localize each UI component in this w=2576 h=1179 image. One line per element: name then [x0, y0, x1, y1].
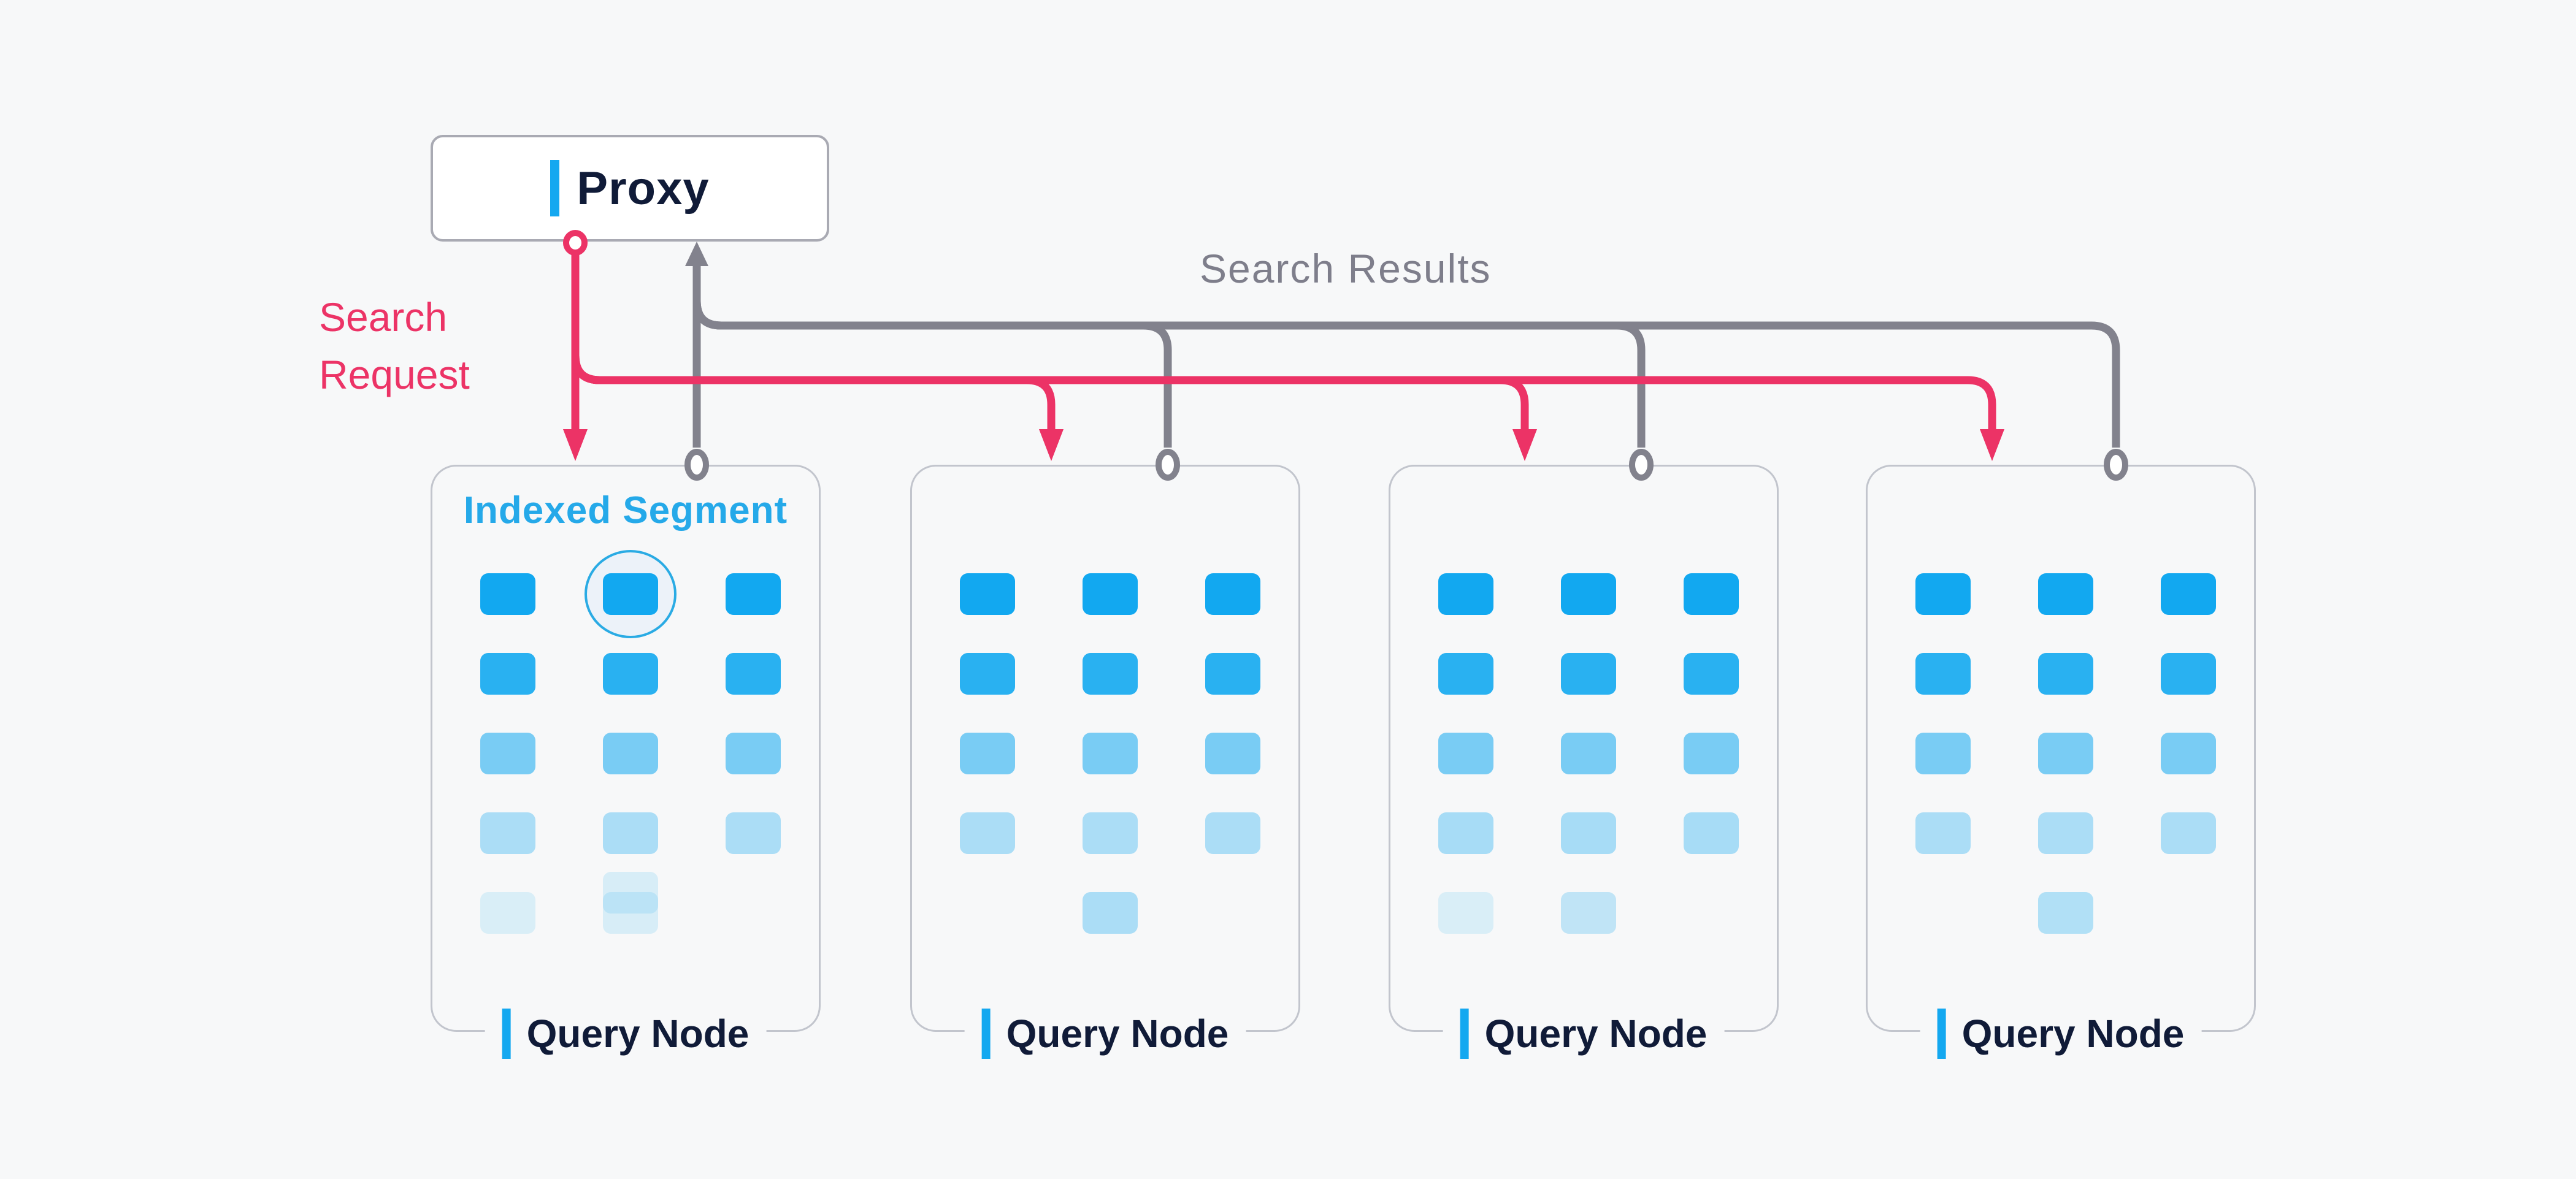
- segment-cell: [1205, 733, 1260, 774]
- segment-cell: [1561, 573, 1616, 615]
- query-node-label: Query Node: [964, 1002, 1246, 1066]
- segment-cell: [1083, 892, 1138, 934]
- search-request-caption: Search Request: [319, 294, 470, 397]
- results-wire-node2: [692, 300, 1172, 448]
- segment-cell: [1684, 812, 1739, 854]
- segment-cell: [1684, 653, 1739, 695]
- segment-cell: [1438, 812, 1493, 854]
- proxy-label: Proxy: [577, 162, 710, 215]
- query-node-card-1: Indexed Segment Query Node: [431, 465, 821, 1066]
- accent-bar-icon: [550, 160, 560, 216]
- request-wire-node2: [571, 253, 1056, 432]
- segment-cell: [1438, 653, 1493, 695]
- results-arrowhead-icon: [685, 242, 708, 266]
- segment-cell: [1684, 573, 1739, 615]
- segment-cell: [960, 812, 1015, 854]
- segment-cell: [1561, 892, 1616, 934]
- segment-cell: [1915, 653, 1971, 695]
- query-node-label-text: Query Node: [1006, 1012, 1229, 1056]
- request-arrowhead-icon: [1039, 429, 1064, 461]
- segment-cell: [2161, 812, 2216, 854]
- segment-cell: [1561, 812, 1616, 854]
- segment-cell: [603, 573, 658, 615]
- segment-cell: [1083, 812, 1138, 854]
- segment-cell: [1083, 653, 1138, 695]
- segment-cell: [2161, 573, 2216, 615]
- results-wire-node4: [692, 300, 2120, 448]
- segment-cell-stacked: [603, 872, 658, 934]
- request-arrowhead-icon: [563, 429, 588, 461]
- request-arrowhead-icon: [1512, 429, 1537, 461]
- segment-cell: [1083, 733, 1138, 774]
- indexed-segment-tag: Indexed Segment: [463, 489, 788, 532]
- segment-cell: [2038, 733, 2093, 774]
- segment-cell: [603, 872, 658, 914]
- segment-cell: [480, 653, 535, 695]
- segment-cell: [1915, 812, 1971, 854]
- segment-cell: [2038, 892, 2093, 934]
- segment-cell: [960, 733, 1015, 774]
- query-node-card-4: Query Node: [1866, 465, 2256, 1066]
- segment-cell: [603, 733, 658, 774]
- segment-cell: [2038, 573, 2093, 615]
- accent-bar-icon: [981, 1009, 991, 1059]
- segment-cell: [2038, 812, 2093, 854]
- segment-cell: [1205, 573, 1260, 615]
- segment-cell: [480, 892, 535, 934]
- proxy-node-box: Proxy: [431, 135, 829, 242]
- results-wire-node3: [692, 300, 1646, 448]
- accent-bar-icon: [1937, 1009, 1946, 1059]
- segment-cell: [1205, 812, 1260, 854]
- segment-cell: [1915, 733, 1971, 774]
- segment-cell: [1438, 733, 1493, 774]
- query-node-card-2: Query Node: [910, 465, 1300, 1066]
- segment-cell: [726, 573, 781, 615]
- search-results-caption: Search Results: [1200, 246, 1492, 291]
- segment-cell: [1684, 733, 1739, 774]
- segment-cell: [603, 653, 658, 695]
- segment-cell: [726, 733, 781, 774]
- segment-cell: [1083, 573, 1138, 615]
- segment-cell: [2161, 733, 2216, 774]
- segment-cell: [480, 573, 535, 615]
- query-node-label: Query Node: [1443, 1002, 1725, 1066]
- query-node-label-text: Query Node: [1484, 1012, 1708, 1056]
- query-node-label-text: Query Node: [1961, 1012, 2185, 1056]
- segment-cell: [1438, 573, 1493, 615]
- query-node-card-3: Query Node: [1389, 465, 1779, 1066]
- segment-cell: [2161, 653, 2216, 695]
- query-node-label-text: Query Node: [526, 1012, 749, 1056]
- segment-cell: [1561, 733, 1616, 774]
- segment-cell: [1438, 892, 1493, 934]
- accent-bar-icon: [1460, 1009, 1469, 1059]
- segment-cell: [726, 812, 781, 854]
- segment-cell: [960, 573, 1015, 615]
- segment-cell: [726, 653, 781, 695]
- segment-cell: [960, 653, 1015, 695]
- segment-cell: [480, 812, 535, 854]
- segment-cell: [480, 733, 535, 774]
- segment-cell: [2038, 653, 2093, 695]
- query-node-label: Query Node: [1920, 1002, 2202, 1066]
- accent-bar-icon: [502, 1009, 511, 1059]
- query-node-label: Query Node: [485, 1002, 767, 1066]
- segment-cell: [1915, 573, 1971, 615]
- segment-cell: [1561, 653, 1616, 695]
- segment-cell: [603, 812, 658, 854]
- segment-cell: [603, 892, 658, 934]
- request-arrowhead-icon: [1980, 429, 2004, 461]
- segment-cell: [1205, 653, 1260, 695]
